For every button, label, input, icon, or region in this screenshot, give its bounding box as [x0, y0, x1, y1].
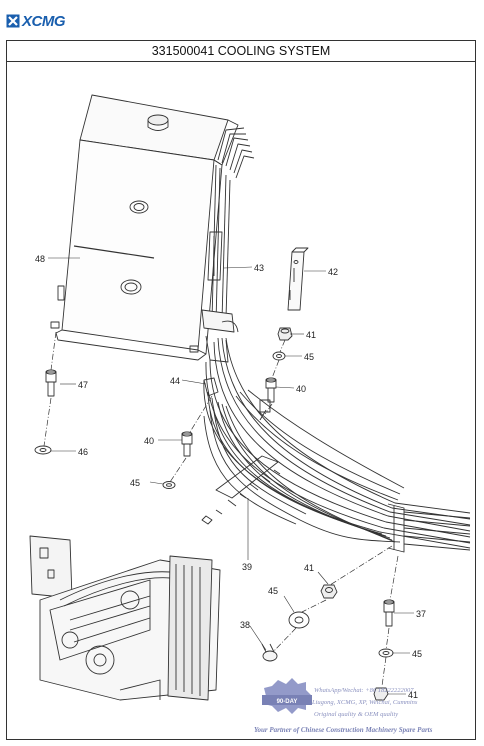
callout-45-lower: 45: [412, 649, 422, 659]
drawing-frame: 331500041 COOLING SYSTEM: [6, 40, 476, 740]
nut-41-upper: [277, 327, 293, 341]
bolt-40-upper: [265, 377, 277, 403]
bracket-42: [287, 247, 309, 311]
xcmg-logo-icon: [6, 14, 20, 28]
nut-41-lower: [320, 584, 338, 599]
callout-40-lower: 40: [144, 436, 154, 446]
callout-46: 46: [78, 447, 88, 457]
brand-name: XCMG: [22, 12, 66, 30]
callout-37: 37: [416, 609, 426, 619]
callout-45-upper: 45: [304, 352, 314, 362]
watermark-line4: Your Partner of Chinese Construction Mac…: [254, 726, 433, 734]
washer-45-lower: [378, 648, 394, 658]
watermark-line3: Original quality & OEM quality: [314, 711, 398, 718]
callout-42: 42: [328, 267, 338, 277]
brand-logo: XCMG: [6, 12, 66, 30]
callout-44: 44: [170, 376, 180, 386]
upper-pipes: [201, 127, 255, 363]
bolt-47: [45, 369, 57, 397]
badge-icon: [262, 678, 312, 714]
callout-41-upper: 41: [306, 330, 316, 340]
engine-inset: [29, 535, 221, 701]
callout-41-lower: 41: [304, 563, 314, 573]
callout-39: 39: [242, 562, 252, 572]
washer-45-mid: [162, 481, 176, 489]
page-title: 331500041 COOLING SYSTEM: [7, 41, 475, 62]
cooling-box: [50, 94, 239, 361]
cap-38: [261, 643, 278, 662]
watermark: 90-DAY WhatsApp/Wechat: +86 18222222007 …: [254, 678, 433, 734]
callout-43: 43: [254, 263, 264, 273]
callout-38: 38: [240, 620, 250, 630]
callout-47: 47: [78, 380, 88, 390]
leader-lines: [48, 257, 414, 695]
washer-45-large: [288, 611, 310, 629]
watermark-badge: 90-DAY: [277, 699, 298, 705]
washer-46: [34, 445, 52, 455]
callout-48: 48: [35, 254, 45, 264]
nut-41-bottom: [373, 687, 389, 701]
callout-41-bottom: 41: [408, 690, 418, 700]
hose-bundle: [201, 337, 471, 553]
watermark-line2: Liugong, XCMG, XP, Weichai, Cummins: [311, 699, 418, 706]
assembly-lines: [43, 331, 399, 687]
callout-40-upper: 40: [296, 384, 306, 394]
bolt-40-lower: [181, 431, 193, 457]
bolt-37: [383, 599, 395, 627]
callout-45-large: 45: [268, 586, 278, 596]
callout-45-mid: 45: [130, 478, 140, 488]
washer-45-upper: [272, 351, 286, 361]
watermark-line1: WhatsApp/Wechat: +86 18222222007: [314, 687, 414, 694]
